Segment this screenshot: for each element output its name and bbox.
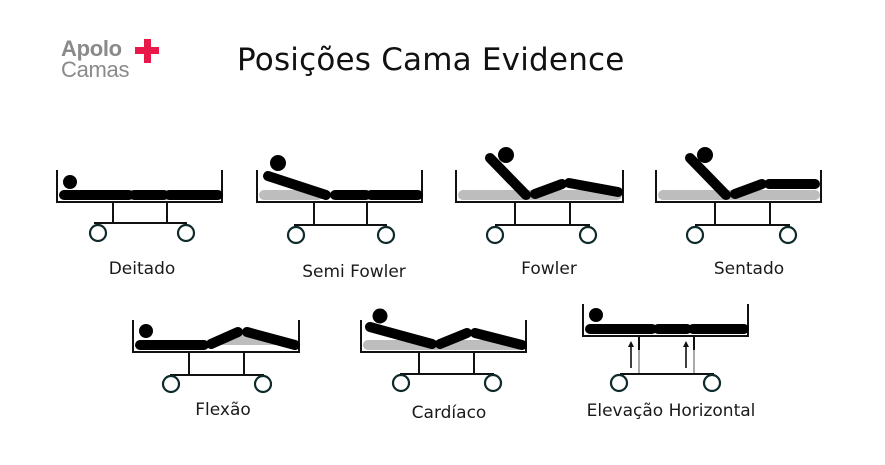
wheel-icon: [88, 223, 108, 243]
wheel-icon: [286, 225, 306, 245]
wheel-icon: [609, 373, 629, 393]
arrow-up-icon: [628, 341, 634, 368]
label-sentado: Sentado: [713, 259, 785, 279]
bed-position-fowler: [455, 146, 630, 246]
logo-text-camas: Camas: [61, 57, 130, 82]
red-plus-icon: [135, 39, 159, 63]
bed-position-semi-fowler: [256, 152, 426, 248]
label-flexao: Flexão: [195, 400, 251, 420]
bed-flexao-illustration: [132, 320, 300, 394]
label-semi-fowler: Semi Fowler: [302, 262, 406, 282]
bed-position-deitado: [56, 168, 226, 248]
patient-head-icon: [270, 155, 286, 171]
patient-head-icon: [589, 308, 603, 322]
wheel-icon: [391, 373, 411, 393]
patient-head-icon: [63, 175, 77, 189]
wheel-icon: [778, 225, 798, 245]
wheel-icon: [485, 225, 505, 245]
logo-text-apolo: Apolo: [61, 36, 122, 61]
wheel-icon: [685, 225, 705, 245]
label-cardiaco: Cardíaco: [411, 403, 487, 423]
bed-cardiaco-illustration: [360, 308, 527, 393]
patient-head-icon: [697, 147, 713, 163]
page-title: Posições Cama Evidence: [237, 42, 625, 78]
wheel-icon: [376, 225, 396, 245]
label-deitado: Deitado: [108, 259, 176, 279]
bed-sentado-illustration: [655, 147, 822, 245]
bed-position-flexao: [132, 318, 304, 394]
bed-fowler-illustration: [455, 147, 624, 245]
wheel-icon: [483, 373, 503, 393]
bed-elevacao-horizontal-illustration: [582, 304, 749, 393]
wheel-icon: [161, 374, 181, 394]
patient-head-icon: [372, 308, 388, 324]
bed-position-cardiaco: [360, 308, 532, 393]
bed-position-sentado: [655, 146, 830, 246]
bed-semi-fowler-illustration: [256, 155, 423, 245]
bed-deitado-illustration: [56, 170, 223, 243]
bed-position-elevacao-horizontal: [582, 302, 754, 394]
label-fowler: Fowler: [521, 259, 577, 279]
patient-head-icon: [498, 147, 514, 163]
arrow-up-icon: [683, 341, 689, 368]
wheel-icon: [253, 374, 273, 394]
brand-logo: Apolo Camas: [61, 37, 171, 85]
wheel-icon: [176, 223, 196, 243]
label-elevacao-horizontal: Elevação Horizontal: [586, 401, 756, 421]
wheel-icon: [578, 225, 598, 245]
wheel-icon: [702, 373, 722, 393]
patient-head-icon: [139, 324, 153, 338]
